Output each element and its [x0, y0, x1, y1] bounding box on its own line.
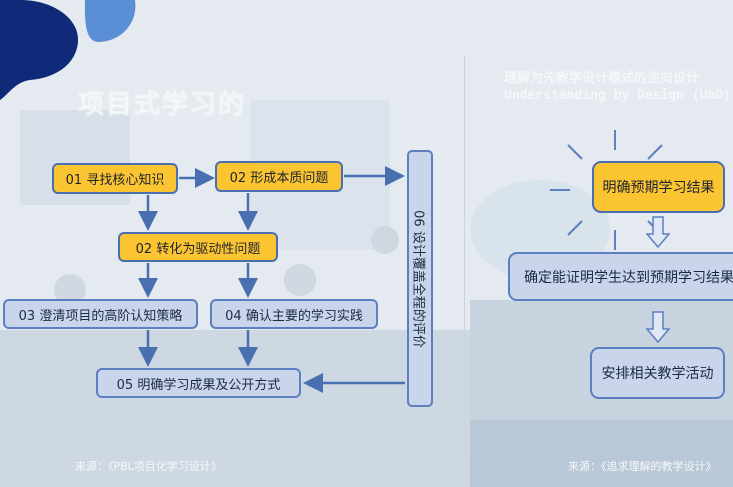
- right-title: 理解为先教学设计模式的逆向设计Understanding by Design (…: [504, 71, 731, 103]
- left-source: 来源：《PBL项目化学习设计》: [75, 460, 222, 473]
- ubd-arrow-1: [646, 216, 670, 248]
- right-source: 来源：《追求理解的教学设计》: [568, 460, 717, 473]
- ubd-step-3: 安排相关教学活动: [590, 347, 725, 399]
- ubd-step-1: 明确预期学习结果: [592, 161, 725, 213]
- logo-shape: [0, 0, 136, 100]
- step-02-driving: 02 转化为驱动性问题: [118, 232, 278, 262]
- ubd-arrow-2: [646, 311, 670, 343]
- step-02-question: 02 形成本质问题: [215, 161, 343, 192]
- left-title: 项目式学习的: [78, 90, 247, 120]
- ubd-step-2: 确定能证明学生达到预期学习结果: [508, 252, 733, 301]
- step-06: 06 设计覆盖全程的评价: [407, 150, 433, 407]
- divider: [464, 55, 465, 455]
- step-03: 03 澄清项目的高阶认知策略: [3, 299, 198, 329]
- step-04: 04 确认主要的学习实践: [210, 299, 378, 329]
- step-05: 05 明确学习成果及公开方式: [96, 368, 301, 398]
- step-01: 01 寻找核心知识: [52, 163, 178, 194]
